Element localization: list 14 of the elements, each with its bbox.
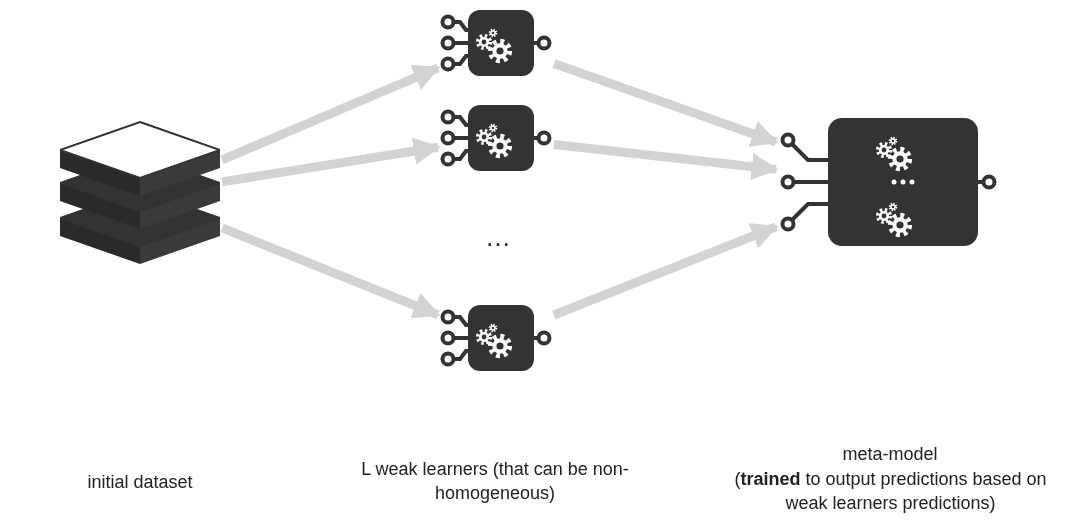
arrow [221, 137, 441, 187]
caption: L weak learners (that can be non-homogeneous) [360, 458, 630, 505]
caption: meta-model [841, 443, 939, 466]
learner-chip-icon [440, 305, 552, 371]
learner-chip-icon [440, 105, 552, 171]
arrow [220, 63, 441, 165]
caption: initial dataset [86, 471, 194, 494]
caption: (trained to output predictions based on weak learners predictions) [733, 468, 1048, 515]
arrow [552, 59, 779, 147]
ellipsis: … [484, 222, 512, 252]
arrow [553, 140, 779, 181]
arrow [552, 222, 779, 320]
arrow [220, 223, 441, 319]
learner-chip-icon [440, 10, 552, 76]
